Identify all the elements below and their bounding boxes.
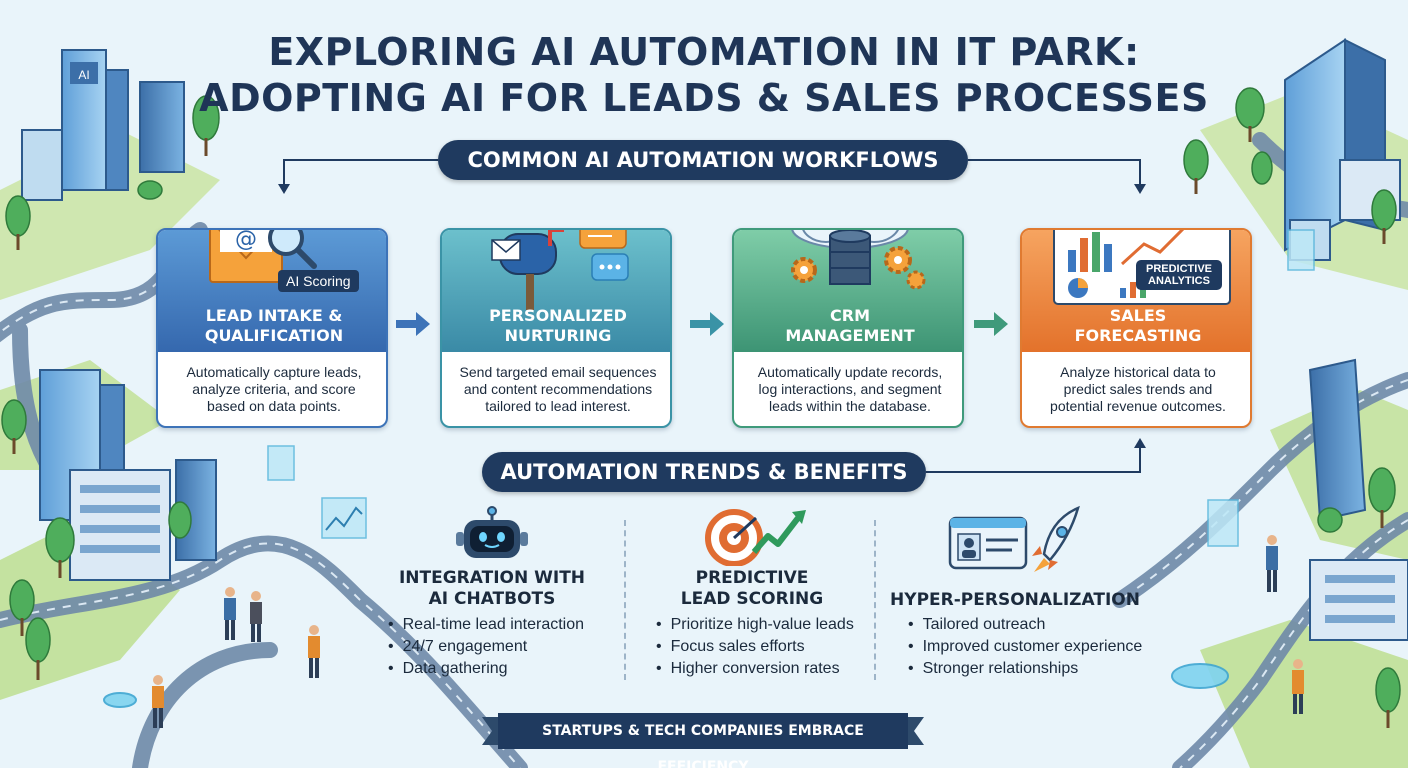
workflows-heading: COMMON AI AUTOMATION WORKFLOWS xyxy=(438,140,968,180)
mailbox-chat-icon xyxy=(491,230,629,310)
card-title: CRM MANAGEMENT xyxy=(785,306,915,345)
trends-heading: AUTOMATION TRENDS & BENEFITS xyxy=(482,452,926,492)
card-title: SALES FORECASTING xyxy=(1074,306,1202,345)
benefit-list: Real-time lead interaction 24/7 engageme… xyxy=(388,614,584,680)
benefit-divider xyxy=(874,520,876,680)
target-growth-icon xyxy=(705,509,806,566)
benefit-title: PREDICTIVE LEAD SCORING xyxy=(680,568,824,609)
footer-tagline: STARTUPS & TECH COMPANIES EMBRACE EFFICI… xyxy=(542,723,864,768)
main-title-line-2: ADOPTING AI FOR LEADS & SALES PROCESSES xyxy=(199,76,1209,120)
flow-arrow-icon xyxy=(396,312,430,336)
card-header: PERSONALIZED NURTURING xyxy=(442,230,670,352)
benefit-list: Prioritize high-value leads Focus sales … xyxy=(656,614,854,680)
list-item: Tailored outreach xyxy=(908,614,1142,636)
benefit-list: Tailored outreach Improved customer expe… xyxy=(908,614,1143,680)
database-cloud-gears-icon xyxy=(791,230,926,290)
workflow-card-lead-intake: @ AI Scoring LEAD INTAKE & QUALIFICATION… xyxy=(156,228,388,428)
flow-arrow-icon xyxy=(690,312,724,336)
card-description: Send targeted email sequences and conten… xyxy=(459,364,657,414)
card-header: @ AI Scoring LEAD INTAKE & QUALIFICATION xyxy=(158,230,386,352)
main-title-line-1: EXPLORING AI AUTOMATION IN IT PARK: xyxy=(268,30,1140,74)
card-header: PREDICTIVE ANALYTICS SALES FORECASTING xyxy=(1022,230,1250,352)
svg-text:@: @ xyxy=(235,230,257,252)
list-item: Data gathering xyxy=(388,658,584,680)
workflow-card-crm: CRM MANAGEMENT Automatically update reco… xyxy=(732,228,964,428)
card-description: Automatically capture leads, analyze cri… xyxy=(186,364,362,414)
benefit-title: HYPER-PERSONALIZATION xyxy=(890,590,1140,610)
card-title: LEAD INTAKE & QUALIFICATION xyxy=(204,306,344,345)
workflow-card-nurturing: PERSONALIZED NURTURING Send targeted ema… xyxy=(440,228,672,428)
list-item: 24/7 engagement xyxy=(388,636,584,658)
list-item: Stronger relationships xyxy=(908,658,1142,680)
flow-arrow-icon xyxy=(974,312,1008,336)
list-item: Higher conversion rates xyxy=(656,658,854,680)
envelope-magnifier-icon: @ xyxy=(209,230,317,283)
card-description: Analyze historical data to predict sales… xyxy=(1050,364,1226,414)
workflow-card-forecasting: PREDICTIVE ANALYTICS SALES FORECASTING A… xyxy=(1020,228,1252,428)
list-item: Improved customer experience xyxy=(908,636,1143,658)
list-item: Focus sales efforts xyxy=(656,636,854,658)
ai-scoring-badge: AI Scoring xyxy=(278,270,359,292)
id-card-rocket-icon xyxy=(948,505,1080,572)
list-item: Prioritize high-value leads xyxy=(656,614,854,636)
benefit-divider xyxy=(624,520,626,680)
robot-icon xyxy=(456,506,528,558)
card-header: CRM MANAGEMENT xyxy=(734,230,962,352)
predictive-analytics-badge: PREDICTIVE ANALYTICS xyxy=(1136,260,1222,290)
svg-text:AI: AI xyxy=(78,68,89,82)
card-description: Automatically update records, log intera… xyxy=(757,364,943,414)
card-title: PERSONALIZED NURTURING xyxy=(489,306,627,345)
list-item: Real-time lead interaction xyxy=(388,614,584,636)
footer-ribbon xyxy=(482,713,924,749)
benefit-title: INTEGRATION WITH AI CHATBOTS xyxy=(398,568,586,609)
